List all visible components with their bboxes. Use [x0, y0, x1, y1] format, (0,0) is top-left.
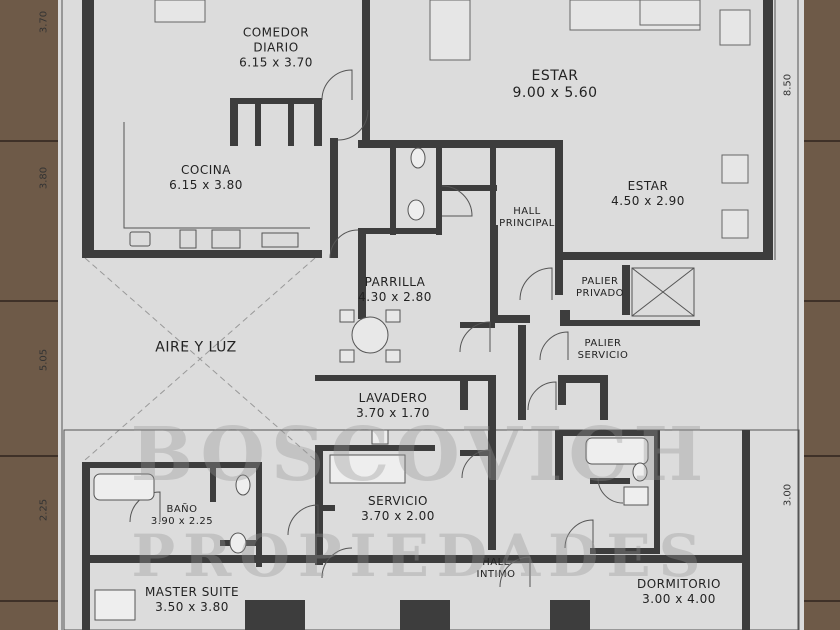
room-size: 3.70 x 2.00: [361, 509, 435, 523]
room-name: HALL PRINCIPAL: [499, 206, 555, 229]
room-name: COMEDOR DIARIO: [242, 25, 310, 55]
room-label-estar-small: ESTAR 4.50 x 2.90: [611, 179, 685, 209]
room-name: SERVICIO: [367, 494, 428, 508]
room-label-cocina: COCINA 6.15 x 3.80: [169, 163, 243, 193]
room-label-bano: BAÑO 3.90 x 2.25: [151, 504, 213, 528]
room-name: COCINA: [181, 163, 231, 177]
door-swings: [129, 69, 624, 588]
room-label-estar-main: ESTAR 9.00 x 5.60: [512, 68, 597, 102]
room-label-hall-principal: HALL PRINCIPAL: [499, 206, 555, 230]
room-label-palier-servicio: PALIER SERVICIO: [578, 338, 629, 362]
room-label-hall-intimo: HALL INTIMO: [477, 557, 516, 581]
room-size: 4.50 x 2.90: [611, 194, 685, 208]
room-label-aire-luz: AIRE Y LUZ: [155, 340, 236, 357]
room-label-servicio: SERVICIO 3.70 x 2.00: [361, 494, 435, 524]
room-size: 3.90 x 2.25: [150, 516, 214, 527]
room-name: MASTER SUITE: [144, 585, 240, 599]
room-name: LAVADERO: [358, 391, 428, 405]
room-label-dormitorio: DORMITORIO 3.00 x 4.00: [637, 577, 721, 607]
room-size: 4.30 x 2.80: [358, 290, 432, 304]
dimension-left-cocina: 3.80: [38, 166, 50, 190]
room-label-comedor: COMEDOR DIARIO 6.15 x 3.70: [239, 26, 313, 71]
light-well-diagonals: [84, 257, 316, 461]
room-size: 6.15 x 3.70: [239, 55, 313, 70]
room-name: PALIER PRIVADO: [575, 276, 625, 299]
room-name: PALIER SERVICIO: [577, 338, 629, 361]
room-size: 3.00 x 4.00: [642, 592, 716, 606]
dimension-left-bottom: 2.25: [38, 498, 50, 522]
kitchen-counter: [123, 122, 310, 249]
room-label-palier-privado: PALIER PRIVADO: [576, 276, 624, 300]
room-size: 9.00 x 5.60: [512, 85, 598, 101]
dimension-left-aire: 5.05: [38, 348, 50, 372]
room-name: HALL INTIMO: [476, 557, 516, 580]
room-size: 3.50 x 3.80: [155, 600, 229, 614]
room-name: AIRE Y LUZ: [155, 339, 237, 356]
room-size: 3.70 x 1.70: [356, 406, 430, 420]
room-name: ESTAR: [627, 179, 669, 193]
dimension-right-bottom: 3.00: [782, 483, 794, 507]
plumbing-fixtures: [93, 147, 649, 621]
living-furniture: [154, 0, 751, 239]
room-name: BAÑO: [166, 504, 198, 515]
dining-table-round: [339, 309, 401, 363]
room-label-master: MASTER SUITE 3.50 x 3.80: [145, 585, 239, 615]
dimension-right-top: 8.50: [782, 73, 794, 97]
room-name: PARRILLA: [364, 275, 426, 289]
room-name: ESTAR: [531, 68, 579, 84]
floor-plan-sheet: [58, 0, 804, 630]
room-label-lavadero: LAVADERO 3.70 x 1.70: [356, 391, 430, 421]
room-size: 6.15 x 3.80: [169, 178, 243, 192]
room-name: DORMITORIO: [636, 577, 722, 591]
room-label-parrilla: PARRILLA 4.30 x 2.80: [358, 275, 432, 305]
walls: [82, 0, 773, 630]
dimension-left-top: 3.70: [38, 10, 50, 34]
